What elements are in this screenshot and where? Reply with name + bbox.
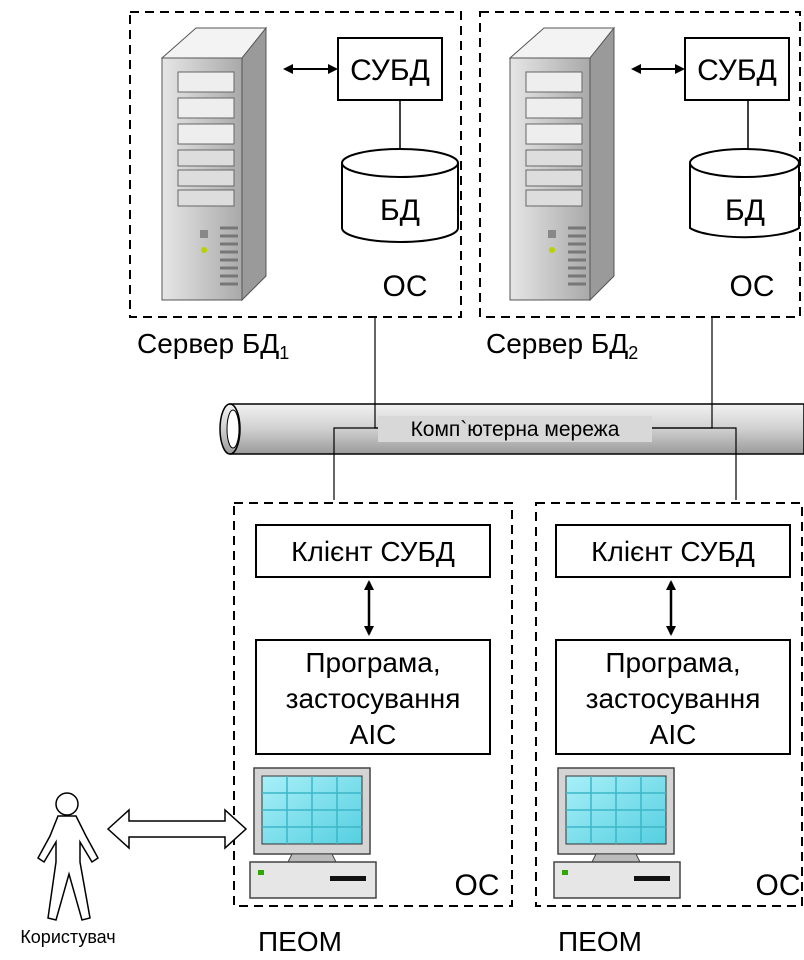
client-2: Клієнт СУБД Програма, застосування АІС О… [536, 503, 802, 957]
server-2-caption: Сервер БД2 [486, 328, 638, 363]
client-1-app-line3: АІС [350, 719, 397, 750]
client-2-app-line3: АІС [650, 719, 697, 750]
client-1-os-label: ОС [455, 869, 500, 902]
client-2-app-line2: застосування [586, 683, 761, 714]
network-label: Комп`ютерна мережа [411, 418, 620, 441]
server-1-db-label: БД [380, 194, 420, 227]
server-tower-icon [162, 28, 266, 300]
server-1: СУБД БД ОС Сервер БД1 [130, 12, 461, 363]
user-label: Користувач [20, 927, 115, 947]
server-1-os-label: ОС [383, 270, 428, 303]
server-tower-icon [510, 28, 614, 300]
user-figure-icon [38, 793, 98, 920]
server-2-db-label: БД [725, 194, 765, 227]
client-2-caption: ПЕОМ [558, 926, 642, 957]
client-1: Клієнт СУБД Програма, застосування АІС О… [234, 503, 512, 957]
client-2-app-line1: Програма, [605, 647, 740, 678]
server-2-os-label: ОС [730, 270, 775, 303]
client-2-dbms-client-label: Клієнт СУБД [591, 536, 755, 567]
client-1-dbms-client-label: Клієнт СУБД [291, 536, 455, 567]
server-2-dbms-label: СУБД [697, 54, 777, 87]
client-1-app-line1: Програма, [305, 647, 440, 678]
server-1-caption: Сервер БД1 [137, 328, 289, 363]
desktop-computer-icon [554, 768, 680, 898]
client-2-os-label: ОС [756, 869, 801, 902]
user-interaction-arrow [108, 810, 246, 848]
server-2: СУБД БД ОС Сервер БД2 [480, 12, 800, 363]
client-1-caption: ПЕОМ [258, 926, 342, 957]
server-1-dbms-label: СУБД [350, 54, 430, 87]
desktop-computer-icon [250, 768, 376, 898]
client-1-app-line2: застосування [286, 683, 461, 714]
